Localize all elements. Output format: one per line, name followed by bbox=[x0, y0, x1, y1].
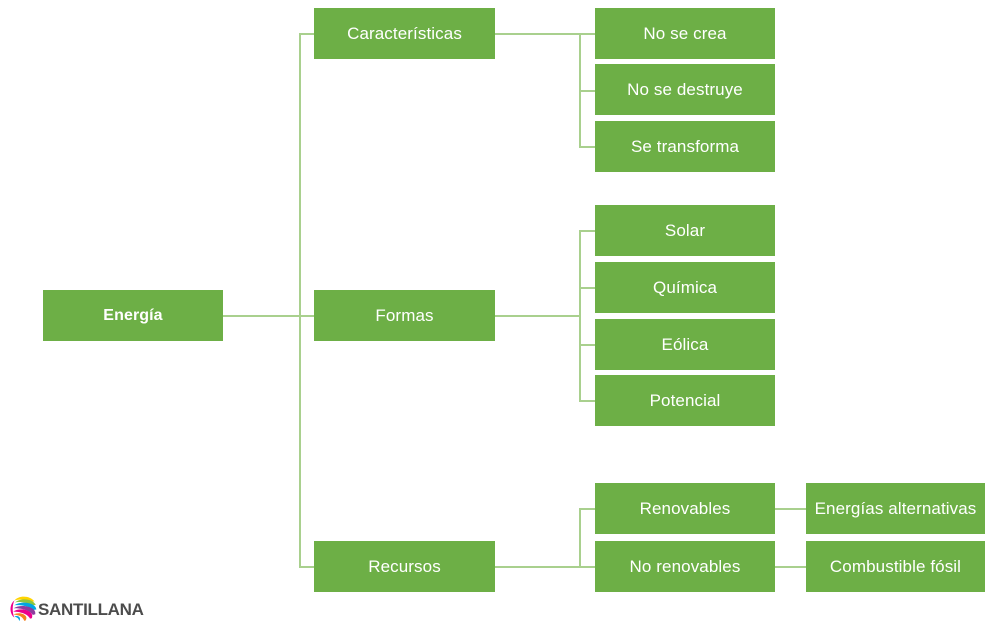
node-energias-alternativas-label: Energías alternativas bbox=[814, 498, 977, 518]
node-no-se-crea[interactable]: No se crea bbox=[595, 8, 775, 59]
node-caracteristicas[interactable]: Características bbox=[314, 8, 495, 59]
connector-no-renovables-to-combustible-fosil bbox=[775, 566, 807, 568]
node-solar-label: Solar bbox=[664, 220, 706, 240]
node-renovables-label: Renovables bbox=[639, 498, 731, 518]
connector-to-potencial bbox=[579, 400, 596, 402]
node-caracteristicas-label: Características bbox=[347, 23, 462, 43]
node-energia-label: Energía bbox=[103, 306, 163, 324]
node-solar[interactable]: Solar bbox=[595, 205, 775, 256]
connector-root-stub bbox=[223, 315, 301, 317]
connector-trunk-formas bbox=[299, 315, 315, 317]
node-potencial-label: Potencial bbox=[649, 390, 721, 410]
connector-to-no-se-destruye bbox=[579, 90, 596, 92]
connector-recursos-subtrunk bbox=[579, 508, 581, 568]
node-energias-alternativas[interactable]: Energías alternativas bbox=[806, 483, 985, 534]
connector-trunk-caracteristicas bbox=[299, 33, 315, 35]
connector-caracteristicas-stub bbox=[495, 33, 580, 35]
connector-to-renovables bbox=[579, 508, 596, 510]
node-recursos-label: Recursos bbox=[368, 556, 441, 576]
node-recursos[interactable]: Recursos bbox=[314, 541, 495, 592]
connector-to-no-se-crea bbox=[579, 33, 596, 35]
connector-formas-subtrunk bbox=[579, 230, 581, 401]
node-formas[interactable]: Formas bbox=[314, 290, 495, 341]
node-no-renovables-label: No renovables bbox=[629, 556, 741, 576]
santillana-wordmark: SANTILLANA bbox=[38, 599, 144, 619]
node-potencial[interactable]: Potencial bbox=[595, 375, 775, 426]
node-renovables[interactable]: Renovables bbox=[595, 483, 775, 534]
node-se-transforma-label: Se transforma bbox=[630, 136, 740, 156]
santillana-globe-icon bbox=[8, 592, 38, 622]
connector-formas-stub bbox=[495, 315, 580, 317]
node-energia[interactable]: Energía bbox=[43, 290, 223, 341]
node-quimica-label: Química bbox=[653, 277, 717, 297]
node-combustible-fosil-label: Combustible fósil bbox=[829, 556, 962, 576]
santillana-logo: SANTILLANA bbox=[8, 590, 158, 624]
connector-recursos-stub bbox=[495, 566, 580, 568]
node-no-se-destruye[interactable]: No se destruye bbox=[595, 64, 775, 115]
connector-to-no-renovables bbox=[579, 566, 596, 568]
node-no-renovables[interactable]: No renovables bbox=[595, 541, 775, 592]
connector-trunk-recursos bbox=[299, 566, 315, 568]
node-no-se-destruye-label: No se destruye bbox=[627, 79, 743, 99]
connector-to-quimica bbox=[579, 287, 596, 289]
connector-to-se-transforma bbox=[579, 146, 596, 148]
connector-renovables-to-energias-alternativas bbox=[775, 508, 807, 510]
node-quimica[interactable]: Química bbox=[595, 262, 775, 313]
connector-to-eolica bbox=[579, 344, 596, 346]
node-se-transforma[interactable]: Se transforma bbox=[595, 121, 775, 172]
connector-main-trunk bbox=[299, 33, 301, 567]
node-combustible-fosil[interactable]: Combustible fósil bbox=[806, 541, 985, 592]
connector-to-solar bbox=[579, 230, 596, 232]
node-eolica[interactable]: Eólica bbox=[595, 319, 775, 370]
node-eolica-label: Eólica bbox=[661, 334, 709, 354]
node-formas-label: Formas bbox=[375, 305, 434, 325]
node-no-se-crea-label: No se crea bbox=[643, 23, 727, 43]
